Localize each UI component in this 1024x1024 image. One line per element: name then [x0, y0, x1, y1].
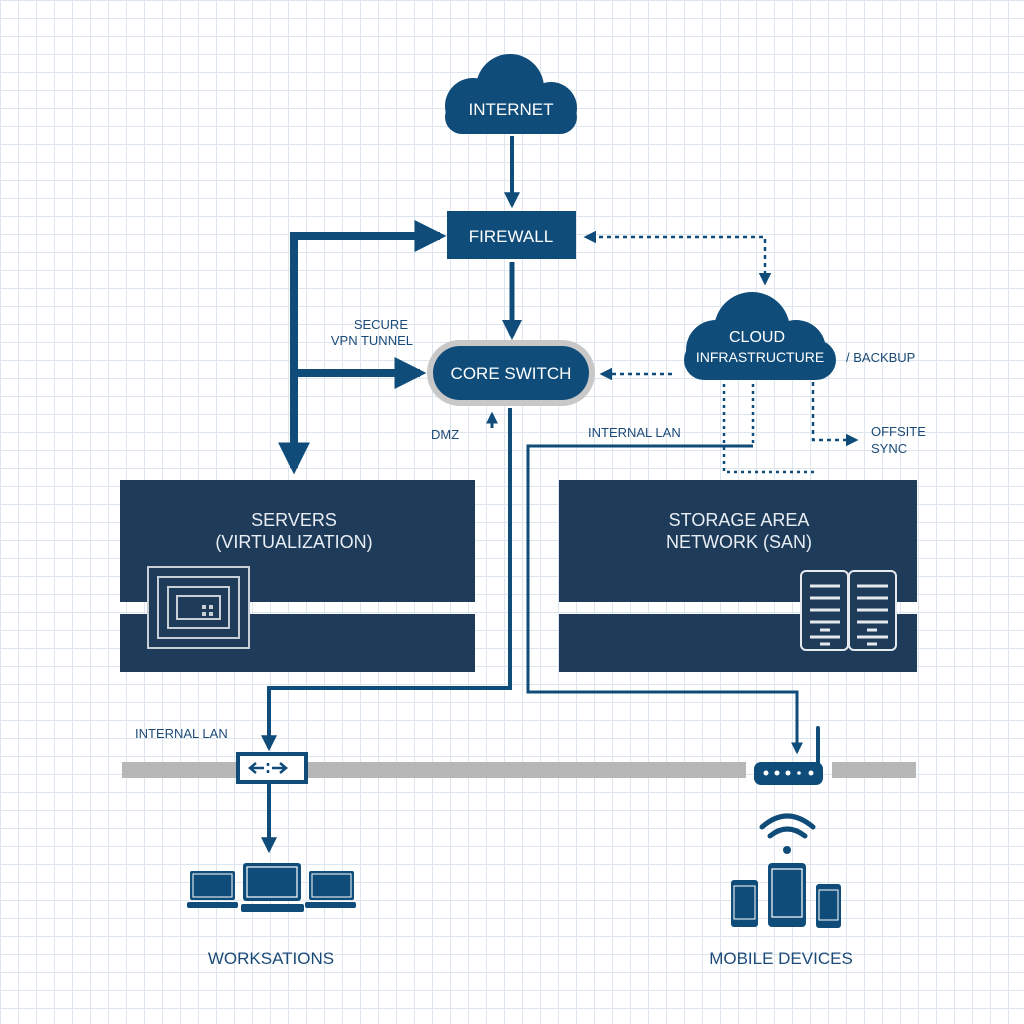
laptops-icon: [187, 863, 356, 912]
mobile-devices-node[interactable]: MOBILE DEVICES: [709, 813, 853, 968]
offsite-sync-label-line2: SYNC: [871, 441, 907, 456]
workstations-label: WORKSATIONS: [208, 949, 334, 968]
wireless-router-icon: [754, 726, 823, 785]
dmz-label: DMZ: [431, 427, 459, 442]
core-switch-label: CORE SWITCH: [451, 364, 572, 383]
firewall-label: FIREWALL: [469, 227, 553, 246]
connector-offsite-sync-dotted: [811, 382, 859, 447]
offsite-sync-label-line1: OFFSITE: [871, 424, 926, 439]
servers-label-line2: (VIRTUALIZATION): [215, 532, 372, 552]
servers-label-line1: SERVERS: [251, 510, 337, 530]
backup-label: / BACKBUP: [846, 350, 915, 365]
wifi-icon: [759, 813, 816, 854]
internet-label: INTERNET: [469, 100, 554, 119]
vpn-label-line1: SECURE: [354, 317, 409, 332]
firewall-node[interactable]: FIREWALL: [447, 211, 576, 259]
connector-core-lan-switch: [261, 408, 512, 752]
cloud-label-line2: INFRASTRUCTURE: [696, 349, 824, 365]
lan-backbone-bar-middle: [306, 762, 746, 778]
vpn-label-line2: VPN TUNNEL: [331, 333, 413, 348]
san-node[interactable]: STORAGE AREA NETWORK (SAN): [559, 480, 917, 672]
bidirectional-arrows-icon: [248, 762, 288, 774]
cloud-label-line1: CLOUD: [729, 329, 785, 346]
lan-backbone-bar-right: [832, 762, 916, 778]
mobile-devices-label: MOBILE DEVICES: [709, 949, 853, 968]
virtualization-icon: [147, 566, 250, 649]
mobile-devices-icon: [731, 863, 841, 928]
servers-node[interactable]: SERVERS (VIRTUALIZATION): [120, 480, 475, 672]
connector-internal-lan-router: [526, 444, 803, 755]
internal-lan-label-right: INTERNAL LAN: [588, 425, 681, 440]
connector-cloud-firewall-dotted: [583, 230, 772, 286]
lan-switch-node[interactable]: [236, 752, 308, 784]
lan-backbone-bar-left: [122, 762, 236, 778]
workstations-node[interactable]: WORKSATIONS: [187, 863, 356, 968]
internal-lan-label-left: INTERNAL LAN: [135, 726, 228, 741]
connector-cloud-san-dotted: [722, 384, 818, 474]
connector-vpn-firewall: [290, 220, 447, 466]
wireless-router-node[interactable]: [754, 726, 823, 785]
san-label-line1: STORAGE AREA: [669, 510, 810, 530]
core-switch-node[interactable]: CORE SWITCH: [427, 340, 595, 406]
san-label-line2: NETWORK (SAN): [666, 532, 812, 552]
cloud-infrastructure-node[interactable]: CLOUD INFRASTRUCTURE: [684, 292, 836, 380]
internet-node[interactable]: INTERNET: [445, 54, 577, 134]
cloud-icon: [684, 292, 836, 380]
storage-rack-icon: [800, 570, 897, 651]
cloud-icon: [445, 54, 577, 134]
